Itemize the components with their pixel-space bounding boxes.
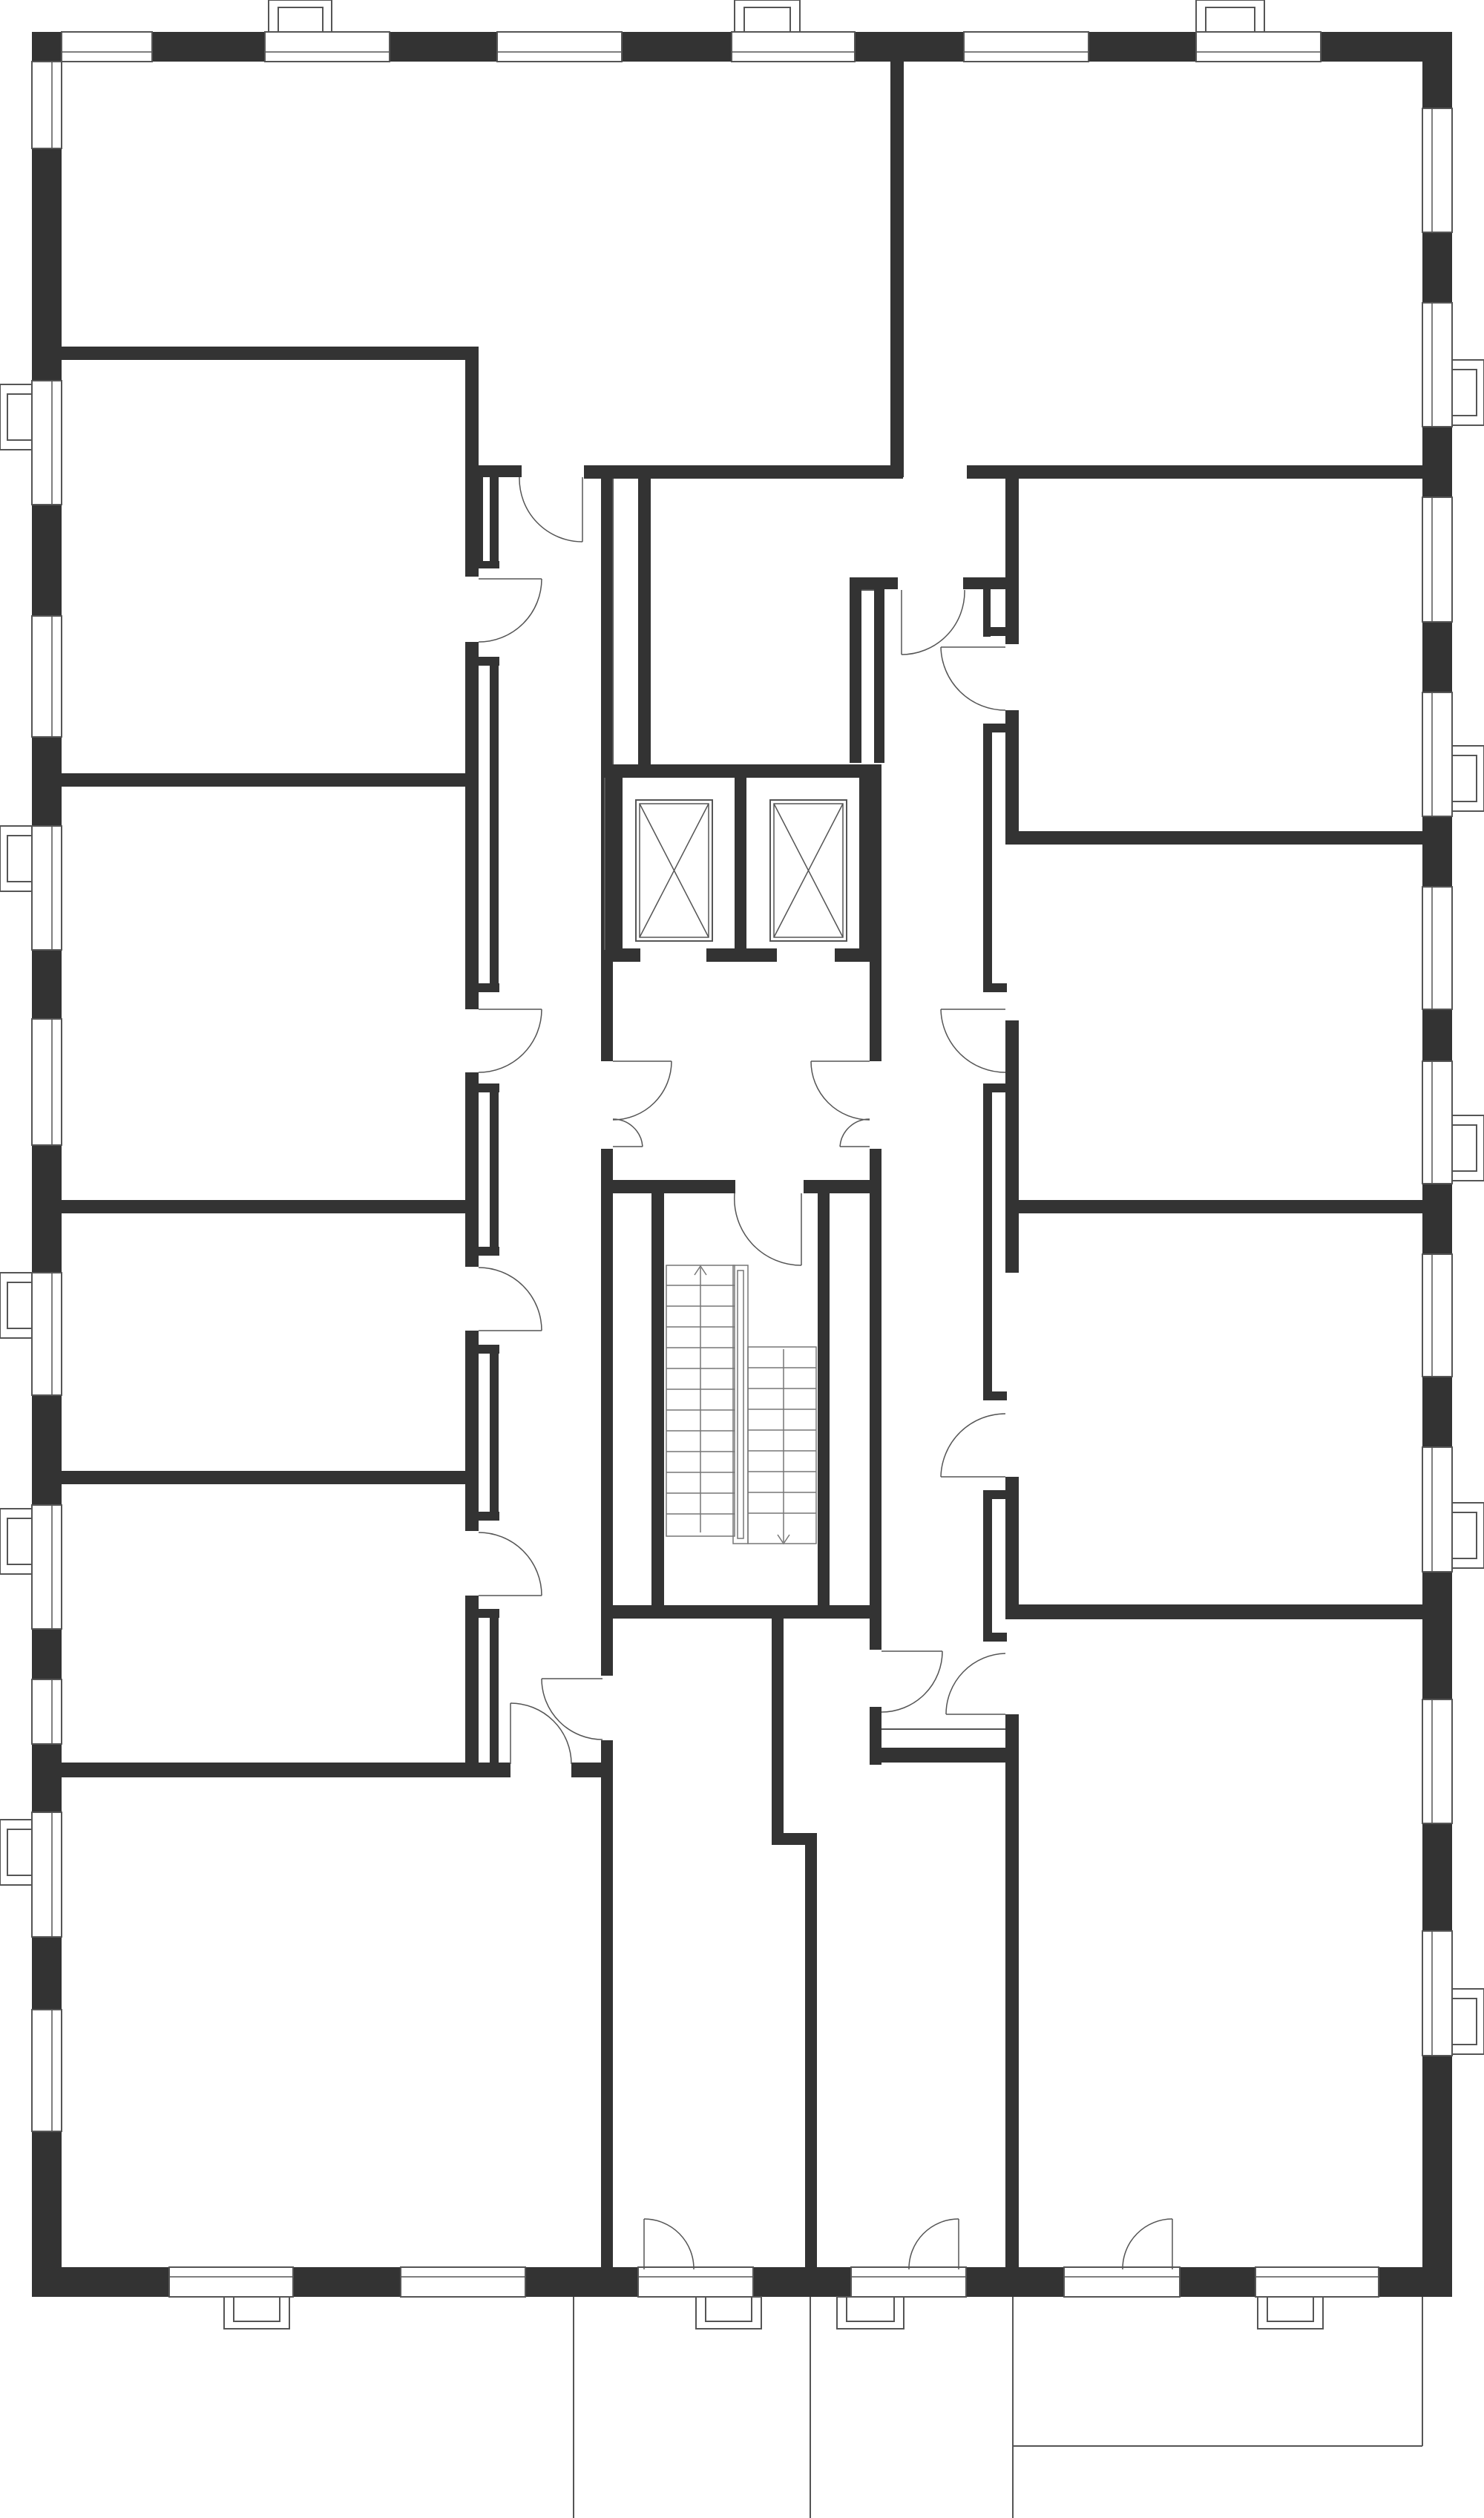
door-swing-icon [478,578,542,643]
elevator-core [601,465,898,1061]
window-icon [1422,108,1453,2056]
balcony-icon [573,2297,1423,2518]
door-swing-icon [541,1678,603,1740]
elevator-icon [635,799,713,942]
door-swing-icon [612,1060,672,1147]
stair-treads [666,1285,816,1515]
top-room-walls [584,62,1422,2267]
door-swing-icon [945,1653,1006,1715]
stair-down-arrow-icon [777,1349,790,1545]
bottom-room-walls [601,1619,1018,2267]
door-swing-icon [881,1650,943,1713]
left-room-walls [62,347,601,1777]
windows [31,31,1453,2298]
door-swing-icon [478,1267,542,1331]
door-swing-icon [901,589,965,655]
stair-core [601,1149,881,1676]
outer-walls [32,32,1452,2297]
window-icon [31,61,62,2132]
door-swing-icon [1122,2218,1173,2270]
door-swing-icon [940,1413,1006,1478]
door-swing-icon [643,2218,695,2270]
window-icon [168,2266,1379,2298]
door-swing-icon [908,2218,959,2270]
door-swing-icon [478,1532,542,1596]
stair-up-arrow-icon [694,1265,707,1532]
door-swing-icon [940,1009,1006,1073]
door-swing-icon [519,476,583,542]
elevator-icon [769,799,847,942]
doors [478,476,1173,2270]
door-swing-icon [733,1193,802,1266]
door-swing-icon [510,1702,572,1765]
door-swing-icon [810,1060,870,1147]
window-icon [61,31,1322,62]
door-swing-icon [940,646,1006,711]
door-swing-icon [478,1009,542,1073]
window-sills [0,0,1484,2330]
